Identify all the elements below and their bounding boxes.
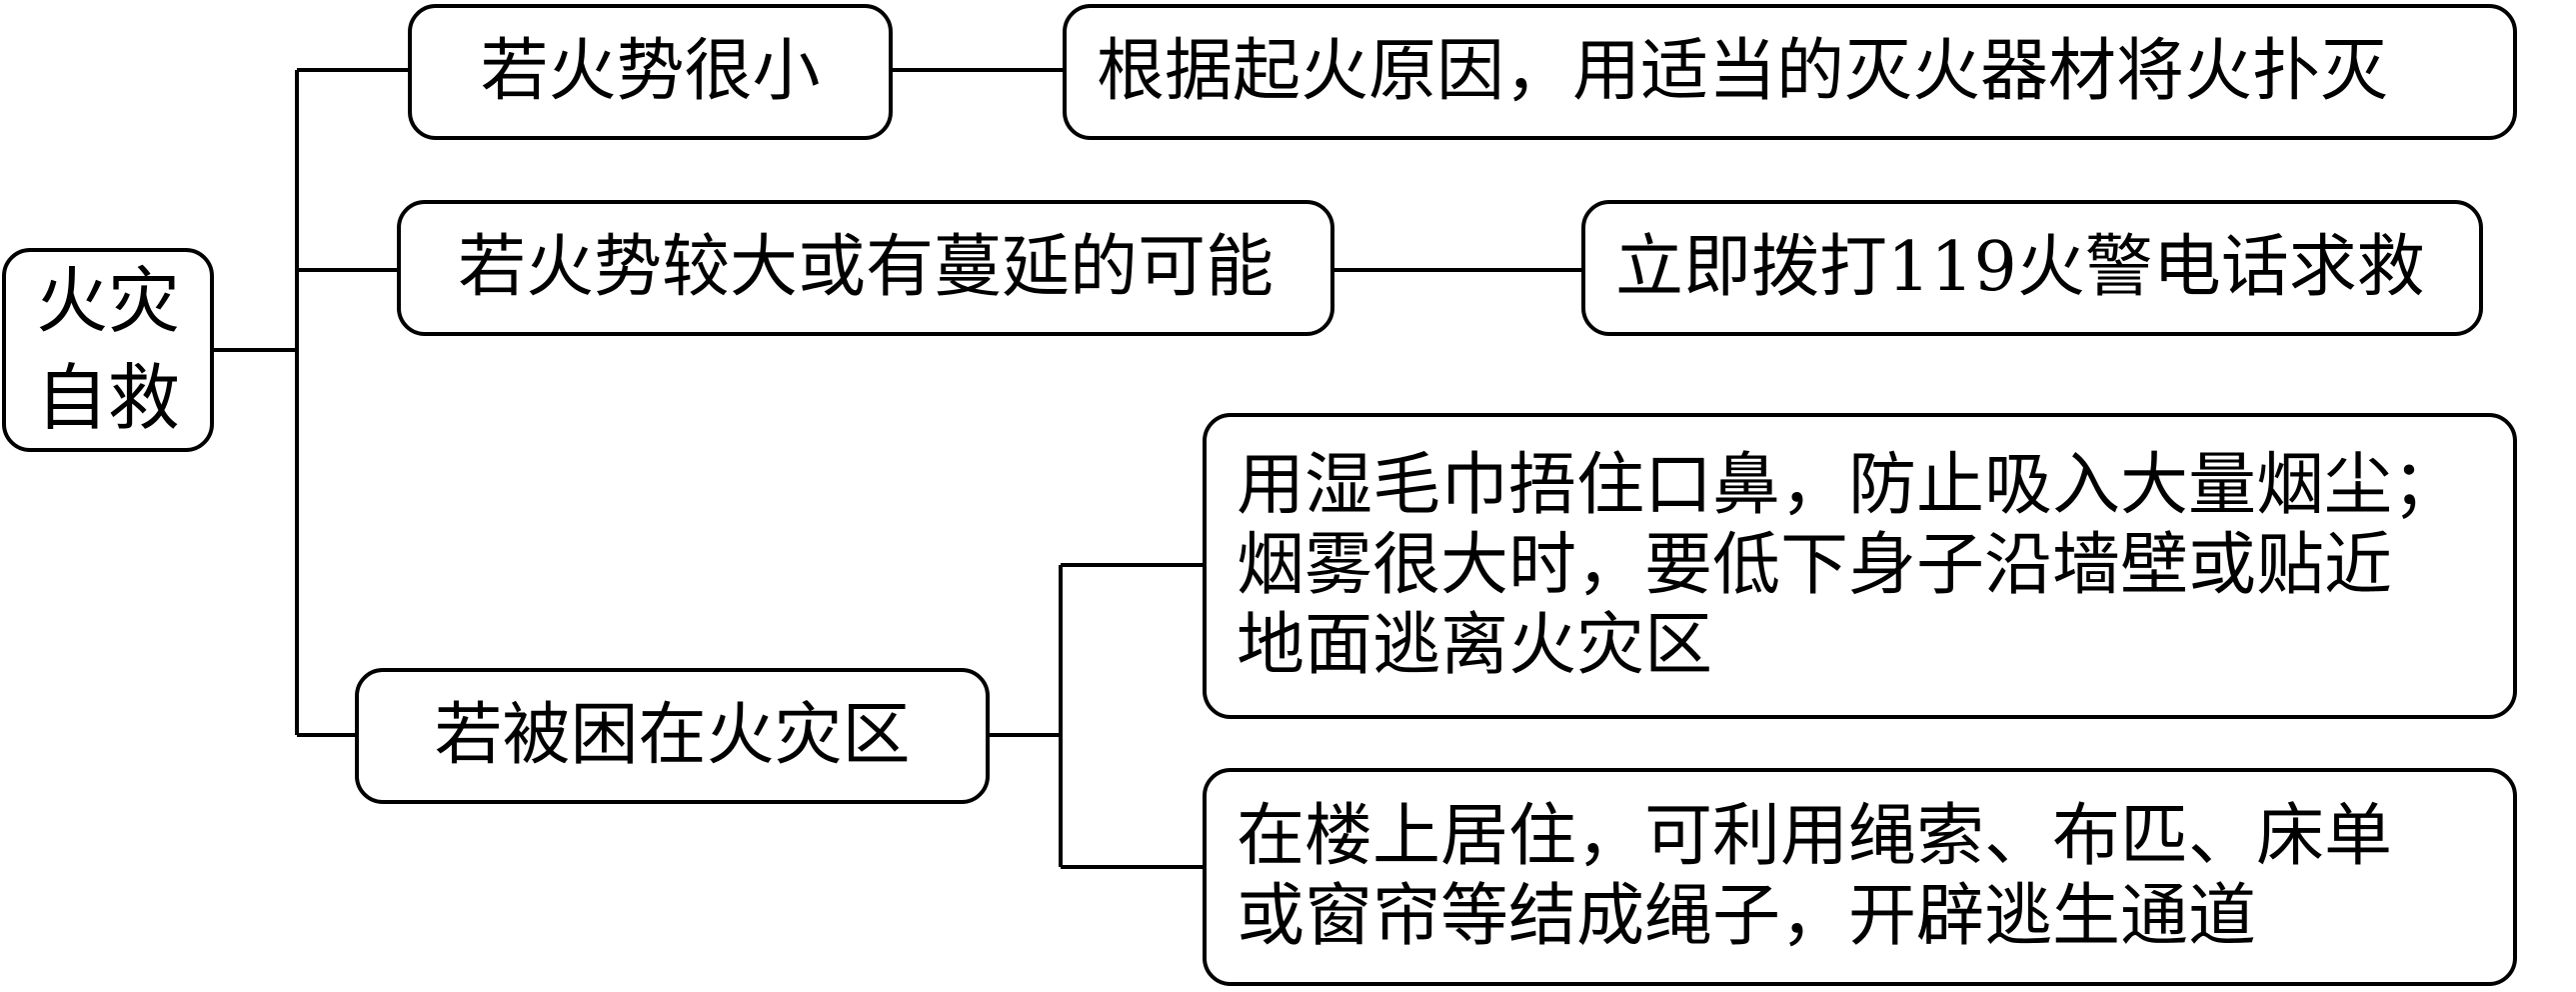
branch-label: 若火势较大或有蔓延的可能 [457,227,1274,307]
result-line-1: 在楼上居住，可利用绳索、布匹、床单 [1237,796,2393,876]
result-node-wet-towel: 用湿毛巾捂住口鼻，防止吸入大量烟尘； 烟雾很大时，要低下身子沿墙壁或贴近 地面逃… [1203,413,2517,719]
root-node: 火灾 自救 [2,248,214,452]
result-node-extinguish: 根据起火原因，用适当的灭火器材将火扑灭 [1063,4,2517,140]
branch-label: 若被困在火灾区 [434,695,911,775]
result-line-1: 用湿毛巾捂住口鼻，防止吸入大量烟尘； [1237,445,2461,525]
root-line-1: 火灾 [35,258,180,343]
branch-node-large-fire: 若火势较大或有蔓延的可能 [397,200,1334,336]
result-node-call-119: 立即拨打119火警电话求救 [1581,200,2483,336]
result-text: 立即拨打119火警电话求救 [1615,227,2425,307]
result-line-2: 烟雾很大时，要低下身子沿墙壁或贴近 [1237,525,2393,605]
branch-node-small-fire: 若火势很小 [408,4,893,140]
result-text: 根据起火原因，用适当的灭火器材将火扑灭 [1097,31,2389,111]
branch-node-trapped: 若被困在火灾区 [355,668,990,804]
root-line-2: 自救 [35,356,180,440]
result-line-3: 地面逃离火灾区 [1237,606,1713,686]
branch-label: 若火势很小 [480,31,821,111]
result-line-2: 或窗帘等结成绳子，开辟逃生通道 [1237,877,2257,956]
result-node-rope-escape: 在楼上居住，可利用绳索、布匹、床单 或窗帘等结成绳子，开辟逃生通道 [1203,768,2517,986]
